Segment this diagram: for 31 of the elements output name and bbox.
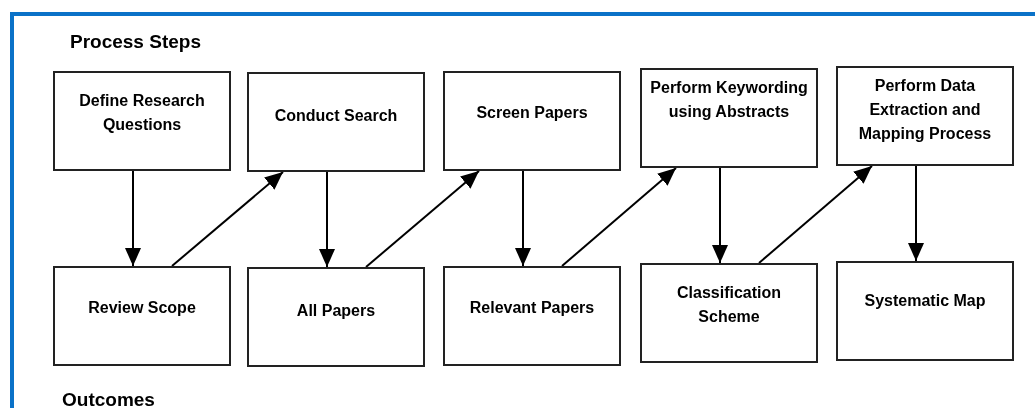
process-box <box>247 267 425 367</box>
process-box <box>247 72 425 172</box>
box-label: Relevant Papers <box>469 298 595 318</box>
box-label: Screen Papers <box>476 103 588 123</box>
section-heading: Outcomes <box>62 388 155 408</box>
process-box <box>640 263 818 363</box>
process-box <box>443 71 621 171</box>
box-label: Classification Scheme <box>676 283 782 327</box>
arrow <box>365 170 480 268</box>
process-box <box>53 71 231 171</box>
process-box <box>640 68 818 168</box>
arrow <box>908 165 924 262</box>
box-label: All Papers <box>296 301 376 321</box>
section-heading: Process Steps <box>70 30 201 54</box>
arrow <box>712 167 728 264</box>
box-label: Review Scope <box>88 298 196 318</box>
box-label: Define Research Questions <box>78 91 206 135</box>
process-box <box>836 66 1014 166</box>
arrow <box>515 170 531 267</box>
box-label: Perform Keywording using Abstracts <box>650 78 808 122</box>
arrow <box>171 171 284 267</box>
arrow <box>561 167 677 267</box>
box-label: Conduct Search <box>274 106 398 126</box>
box-label: Systematic Map <box>864 291 986 311</box>
arrow <box>125 170 141 267</box>
process-box <box>443 266 621 366</box>
arrow <box>319 171 335 268</box>
box-label: Perform Data Extraction and Mapping Process <box>857 76 993 144</box>
process-box <box>53 266 231 366</box>
arrow <box>758 165 873 264</box>
process-box <box>836 261 1014 361</box>
